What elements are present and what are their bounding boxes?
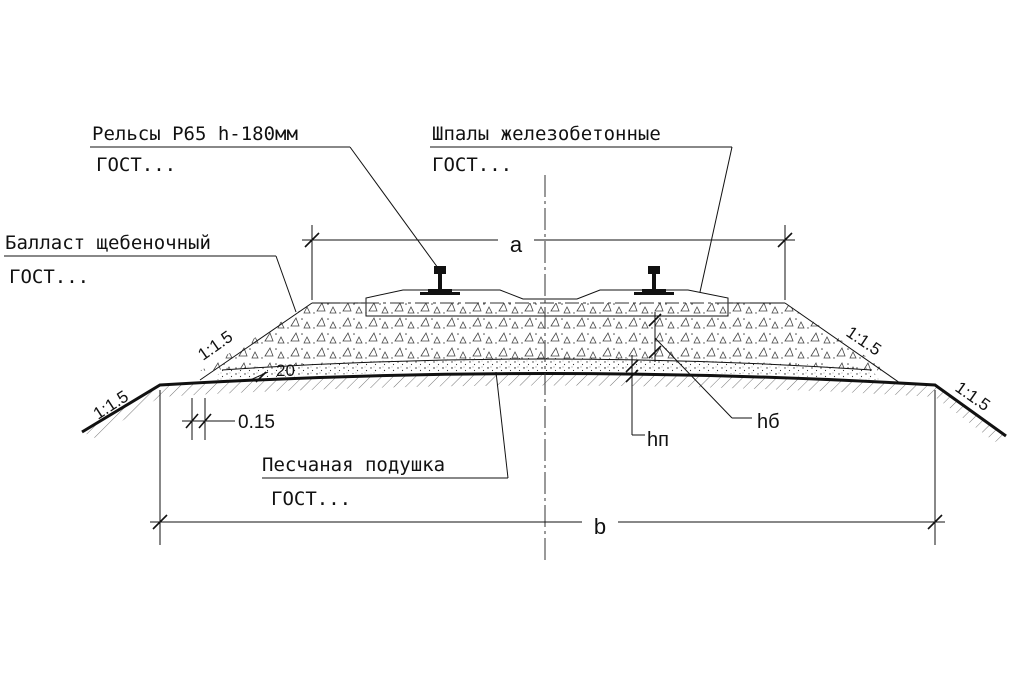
callout-sand: Песчаная подушка ГОСТ... bbox=[262, 371, 509, 510]
rail-left bbox=[420, 266, 460, 295]
sleepers-title: Шпалы железобетонные bbox=[432, 123, 661, 145]
sand-cushion-layer bbox=[212, 358, 880, 380]
callout-sleepers: Шпалы железобетонные ГОСТ... bbox=[430, 123, 733, 293]
dimension-a-label: a bbox=[510, 232, 523, 257]
dimension-sand-thickness: hп bbox=[625, 355, 669, 451]
ground-hatching bbox=[82, 373, 1006, 442]
sand-standard: ГОСТ... bbox=[271, 488, 351, 510]
rail-right bbox=[634, 266, 674, 295]
ballast-prism bbox=[199, 302, 901, 384]
sleepers-standard: ГОСТ... bbox=[432, 154, 512, 176]
dimension-ballast-thickness: hб bbox=[648, 312, 780, 433]
callout-rails: Рельсы Р65 h-180мм ГОСТ... bbox=[90, 123, 439, 269]
dimension-a: a bbox=[302, 225, 795, 300]
dimension-b: b bbox=[150, 390, 945, 545]
dimension-offset-label: 0.15 bbox=[238, 412, 275, 433]
callout-ballast: Балласт щебеночный ГОСТ... bbox=[4, 232, 297, 313]
angle-label: 20 bbox=[276, 361, 295, 380]
rails-title: Рельсы Р65 h-180мм bbox=[92, 123, 298, 145]
rails-standard: ГОСТ... bbox=[96, 154, 176, 176]
dimension-b-label: b bbox=[594, 514, 606, 539]
angle-marker: 20 bbox=[247, 361, 295, 383]
ballast-title: Балласт щебеночный bbox=[5, 232, 211, 254]
sand-thickness-label: hп bbox=[647, 429, 669, 451]
embankment-profile bbox=[81, 372, 1007, 438]
ballast-thickness-label: hб bbox=[757, 411, 780, 433]
sand-title: Песчаная подушка bbox=[262, 454, 445, 476]
ballast-standard: ГОСТ... bbox=[9, 266, 89, 288]
dimension-offset: 0.15 bbox=[182, 398, 275, 440]
